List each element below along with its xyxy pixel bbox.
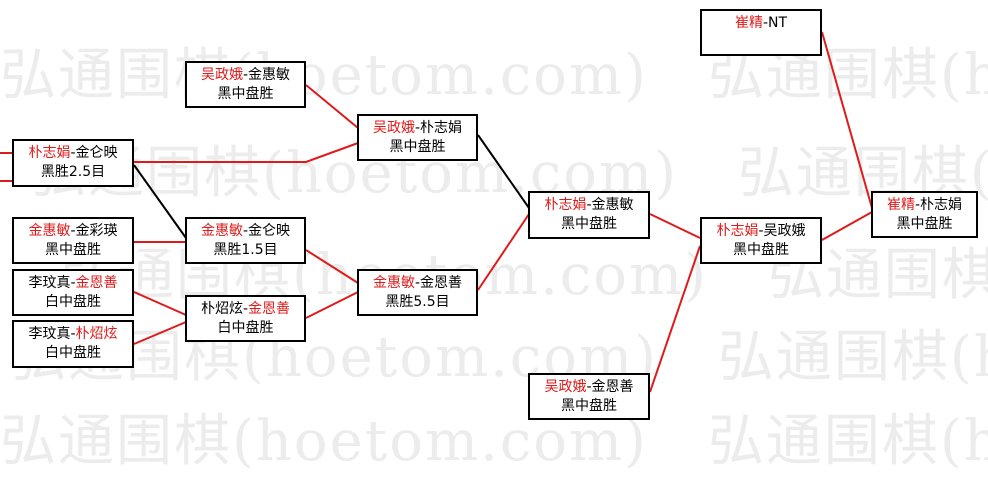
- player-name: 金恩善: [591, 379, 634, 395]
- player-name: NT: [768, 15, 788, 31]
- connector-line: [477, 134, 530, 209]
- player-name: 金仑映: [75, 145, 118, 161]
- winner-name: 崔精: [886, 197, 915, 213]
- match-players: 崔精-朴志娟: [886, 197, 963, 213]
- winner-name: 金惠敏: [200, 223, 243, 239]
- match-result: 黑胜5.5目: [385, 294, 450, 310]
- match-box-r2a[interactable]: 吴政娥-朴志娟 黑中盘胜: [357, 114, 478, 161]
- player-name: 朴炤炫: [200, 301, 243, 317]
- player-name: 李玟真: [28, 326, 71, 342]
- match-box-r5a[interactable]: 朴志娟-吴政娥 黑中盘胜: [700, 217, 822, 264]
- match-players: 崔精-NT: [734, 15, 788, 31]
- connector-line: [821, 211, 873, 241]
- match-players: 金惠敏-金仑映: [200, 223, 291, 239]
- match-result: 白中盘胜: [45, 294, 101, 310]
- player-name: 金惠敏: [248, 67, 291, 83]
- match-players: 朴志娟-金惠敏: [544, 197, 634, 213]
- player-name: 朴志娟: [420, 120, 463, 136]
- player-name: 朴志娟: [920, 197, 963, 213]
- player-name: 金彩瑛: [75, 223, 118, 239]
- player-name: 金惠敏: [591, 197, 634, 213]
- winner-name: 朴志娟: [544, 197, 587, 213]
- winner-name: 朴志娟: [28, 145, 71, 161]
- match-box-r4a[interactable]: 朴志娟-金惠敏 黑中盘胜: [528, 191, 650, 239]
- match-players: 吴政娥-金惠敏: [200, 67, 291, 83]
- player-name: 金恩善: [420, 275, 463, 291]
- connector-line: [305, 291, 359, 319]
- winner-name: 吴政娥: [372, 120, 415, 136]
- winner-name: 金惠敏: [28, 223, 71, 239]
- connector-line: [133, 164, 187, 239]
- match-players: 吴政娥-金恩善: [544, 379, 634, 395]
- connector-line: [649, 213, 701, 239]
- match-box-final[interactable]: 崔精-朴志娟 黑中盘胜: [871, 191, 978, 238]
- player-name: 吴政娥: [763, 223, 806, 239]
- connector-line: [305, 249, 359, 284]
- match-box-r2c[interactable]: 朴炤炫-金恩善 白中盘胜: [185, 295, 306, 342]
- match-box-r1e[interactable]: 李玟真-朴炤炫 白中盘胜: [12, 320, 134, 368]
- match-players: 朴志娟-金仑映: [28, 145, 118, 161]
- match-box-r1c[interactable]: 金惠敏-金彩瑛 黑中盘胜: [12, 217, 134, 264]
- connector-line: [649, 245, 701, 393]
- winner-name: 朴炤炫: [75, 326, 118, 342]
- connector-line: [134, 142, 359, 163]
- match-result: 黑中盘胜: [45, 242, 101, 258]
- match-result: 黑中盘胜: [896, 216, 953, 232]
- player-name: 李玟真: [28, 275, 71, 291]
- match-result: 黑中盘胜: [389, 139, 446, 155]
- match-players: 朴炤炫-金恩善: [200, 301, 291, 317]
- match-box-r5b[interactable]: 崔精-NT: [700, 9, 822, 56]
- winner-name: 金恩善: [75, 275, 118, 291]
- match-box-r2b[interactable]: 金惠敏-金仑映 黑胜1.5目: [185, 217, 306, 264]
- match-result: 白中盘胜: [217, 320, 274, 336]
- match-box-r4b[interactable]: 吴政娥-金恩善 黑中盘胜: [528, 373, 650, 420]
- connector-line: [133, 291, 187, 316]
- connector-line: [305, 84, 359, 129]
- match-box-r1b[interactable]: 吴政娥-金惠敏 黑中盘胜: [185, 61, 306, 108]
- match-players: 李玟真-朴炤炫: [28, 326, 118, 342]
- match-box-r1d[interactable]: 李玟真-金恩善 白中盘胜: [12, 269, 134, 316]
- connector-line: [821, 31, 873, 209]
- match-result: 黑中盘胜: [217, 86, 274, 102]
- bracket-connectors: [0, 31, 873, 393]
- match-box-r3a[interactable]: 金惠敏-金恩善 黑胜5.5目: [357, 269, 478, 316]
- winner-name: 金惠敏: [372, 275, 415, 291]
- match-players: 吴政娥-朴志娟: [372, 120, 463, 136]
- match-result: 白中盘胜: [45, 345, 101, 361]
- match-result: 黑胜1.5目: [213, 242, 278, 258]
- connector-line: [133, 321, 187, 345]
- match-players: 金惠敏-金彩瑛: [28, 223, 118, 239]
- winner-name: 金恩善: [248, 301, 291, 317]
- winner-name: 崔精: [734, 15, 763, 31]
- match-result: 黑胜2.5目: [40, 164, 106, 180]
- match-result: 黑中盘胜: [733, 242, 789, 258]
- player-name: 金仑映: [248, 223, 291, 239]
- match-players: 李玟真-金恩善: [28, 275, 118, 291]
- match-box-r1a[interactable]: 朴志娟-金仑映 黑胜2.5目: [12, 139, 134, 187]
- match-result: 黑中盘胜: [561, 398, 617, 414]
- winner-name: 吴政娥: [200, 67, 243, 83]
- winner-name: 朴志娟: [716, 223, 759, 239]
- match-players: 朴志娟-吴政娥: [716, 223, 806, 239]
- match-result: 黑中盘胜: [561, 216, 617, 232]
- winner-name: 吴政娥: [544, 379, 587, 395]
- match-players: 金惠敏-金恩善: [372, 275, 463, 291]
- connector-line: [477, 213, 530, 291]
